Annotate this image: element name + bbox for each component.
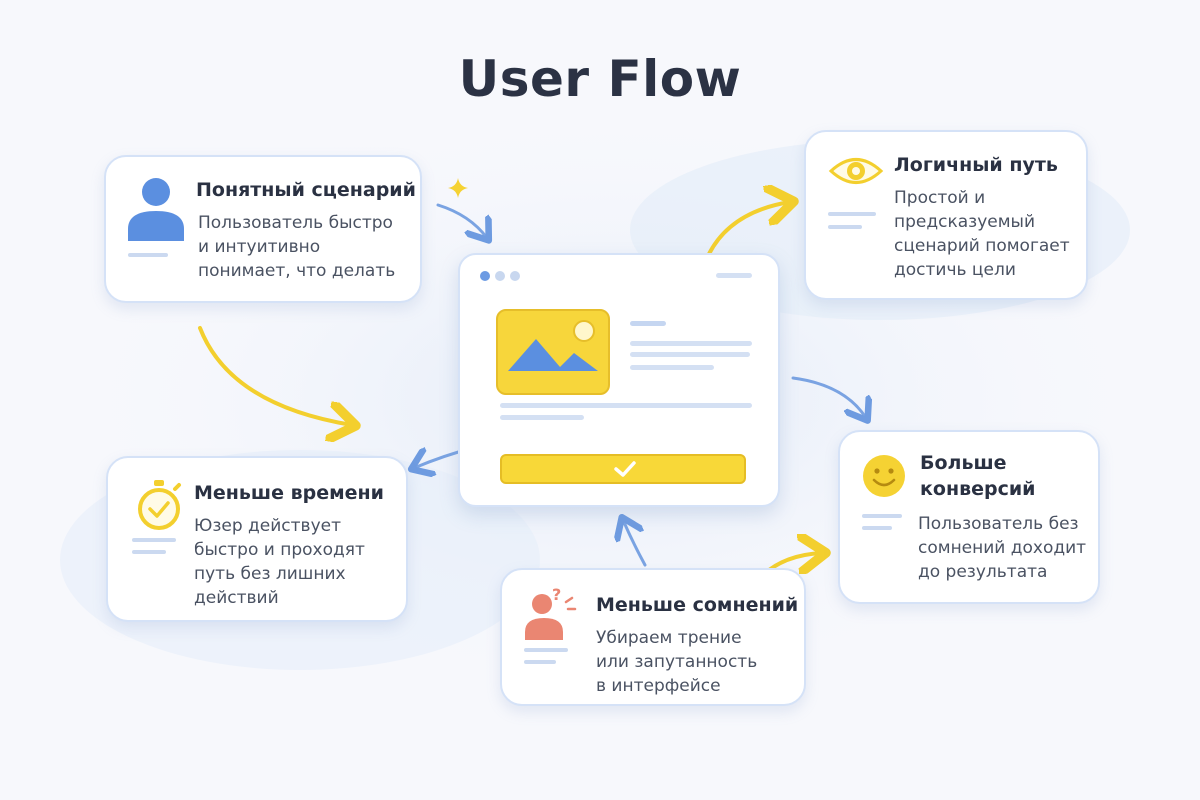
window-dot xyxy=(495,271,505,281)
page-title: User Flow xyxy=(458,50,742,108)
checkmark-icon xyxy=(614,461,636,477)
card-description: Юзер действует быстро и проходят путь бе… xyxy=(194,516,365,608)
card-title: Понятный сценарий xyxy=(196,179,416,201)
text-line xyxy=(500,403,752,408)
card-description: Пользователь быстро и интуитивно понимае… xyxy=(198,213,396,281)
window-dot xyxy=(480,271,490,281)
card-description: Убираем трение или запутанность в интерф… xyxy=(596,628,758,696)
text-line xyxy=(500,415,584,420)
image-placeholder-icon xyxy=(496,309,610,395)
card-clear-scenario: Понятный сценарий Пользователь быстро и … xyxy=(104,155,422,303)
text-line xyxy=(630,341,752,346)
decor-line xyxy=(862,514,902,518)
card-description: Пользователь без сомнений доходит до рез… xyxy=(918,514,1087,582)
card-title: Логичный путь xyxy=(894,154,1058,176)
card-less-time: Меньше времени Юзер действует быстро и п… xyxy=(106,456,408,622)
decor-line xyxy=(524,648,568,652)
decor-line xyxy=(132,550,166,554)
cta-button[interactable] xyxy=(500,454,746,484)
text-line xyxy=(630,365,714,370)
confused-user-icon: ? xyxy=(525,585,577,640)
decor-line xyxy=(862,526,892,530)
svg-text:?: ? xyxy=(552,585,561,604)
card-title: Меньше времени xyxy=(194,482,384,504)
card-description: Простой и предсказуемый сценарий помогае… xyxy=(894,188,1070,280)
card-title: Меньше сомнений xyxy=(596,594,799,616)
header-line xyxy=(716,273,752,278)
card-logical-path: Логичный путь Простой и предсказуемый сц… xyxy=(804,130,1088,300)
decor-line xyxy=(132,538,176,542)
user-icon xyxy=(128,178,184,241)
card-title: Больше конверсий xyxy=(920,452,1036,500)
decor-line xyxy=(828,225,862,229)
decor-line xyxy=(524,660,556,664)
text-line xyxy=(630,321,666,326)
card-less-doubt: ? Меньше сомнений Убираем трение или зап… xyxy=(500,568,806,706)
text-line xyxy=(630,352,750,357)
eye-icon xyxy=(828,158,884,184)
decor-line xyxy=(828,212,876,216)
sparkle-icon xyxy=(448,178,468,198)
decor-line xyxy=(128,253,168,257)
card-more-conversions: Больше конверсий Пользователь без сомнен… xyxy=(838,430,1100,604)
window-dot xyxy=(510,271,520,281)
stopwatch-icon xyxy=(138,480,181,530)
browser-mockup xyxy=(458,253,780,507)
smiley-icon xyxy=(863,455,905,497)
